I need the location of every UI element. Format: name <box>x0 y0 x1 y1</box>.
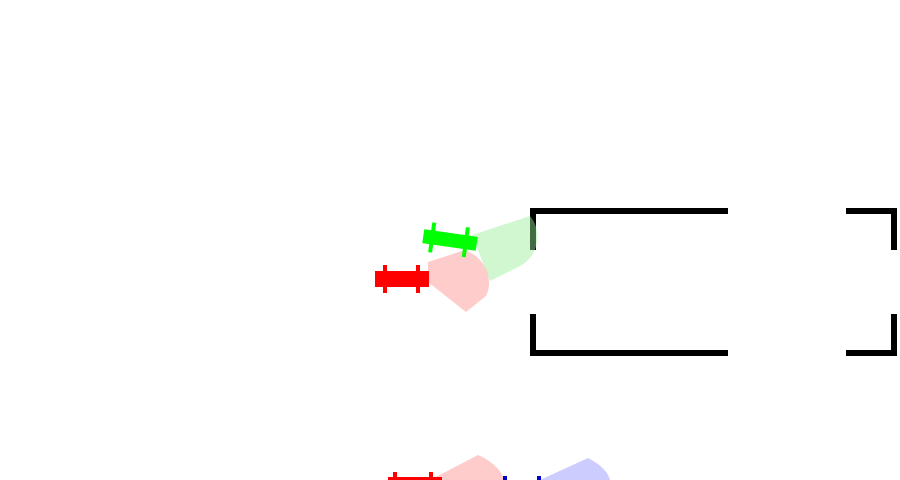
green-agent <box>422 222 478 258</box>
blue-agent <box>503 476 541 480</box>
wall-top-left <box>530 208 728 250</box>
red-agent-2 <box>388 472 442 480</box>
wall-top-right <box>846 208 897 250</box>
wall-bottom-left <box>530 314 728 356</box>
red-agent-2-vision-cone <box>430 455 504 480</box>
green-agent-vision-cone <box>472 216 538 281</box>
blue-agent-vision-cone <box>540 458 610 480</box>
red-agent-1 <box>375 265 429 293</box>
wall-bottom-right <box>846 314 897 356</box>
wall-left-room <box>530 208 728 356</box>
wall-right-room <box>846 208 897 356</box>
red-agent-1-vision-cone <box>428 250 490 312</box>
